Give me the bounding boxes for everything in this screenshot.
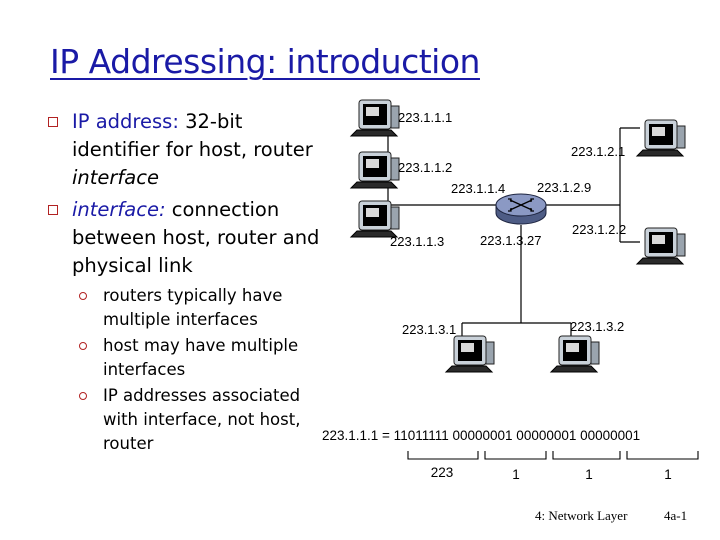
- ip-address-definition: 32-bit identifier for host, router: [72, 110, 313, 161]
- octet-decimal: 1: [585, 467, 593, 482]
- ip-address-term: IP address:: [72, 110, 179, 133]
- host-7-icon: [550, 335, 600, 373]
- host-5-icon: [636, 227, 686, 265]
- host-4-icon: [636, 119, 686, 157]
- label-223-1-1-3: 223.1.1.3: [390, 234, 444, 249]
- label-223-1-1-2: 223.1.1.2: [398, 160, 452, 175]
- interface-definition: connection between host, router and phys…: [72, 198, 320, 277]
- slide-title: IP Addressing: introduction: [50, 42, 480, 81]
- sub-bullet: IP addresses associated with interface, …: [48, 384, 323, 456]
- sub-bullet-text: IP addresses associated with interface, …: [103, 386, 301, 453]
- footer-page-number: 4a-1: [664, 508, 688, 523]
- sub-bullet: host may have multiple interfaces: [48, 334, 323, 382]
- label-223-1-2-1: 223.1.2.1: [571, 144, 625, 159]
- label-223-1-3-27: 223.1.3.27: [480, 233, 541, 248]
- square-bullet-icon: [48, 205, 58, 215]
- octet-decimal: 1: [512, 467, 520, 482]
- host-1-icon: [350, 99, 400, 137]
- host-2-icon: [350, 151, 400, 189]
- interface-term: interface:: [72, 198, 166, 221]
- octet-decimal: 223: [431, 465, 454, 480]
- circle-bullet-icon: [79, 292, 87, 300]
- host-3-icon: [350, 200, 400, 238]
- footer-chapter: 4: Network Layer: [535, 508, 628, 523]
- sub-bullet-text: host may have multiple interfaces: [103, 336, 299, 379]
- bullet-interface: interface: connection between host, rout…: [48, 196, 323, 280]
- label-223-1-1-1: 223.1.1.1: [398, 110, 452, 125]
- octet-brackets: [407, 451, 699, 460]
- label-223-1-2-2: 223.1.2.2: [572, 222, 626, 237]
- bullet-ip-address: IP address: 32-bit identifier for host, …: [48, 108, 323, 192]
- octet-decimal: 1: [664, 467, 672, 482]
- sub-bullet: routers typically have multiple interfac…: [48, 284, 323, 332]
- label-223-1-3-1: 223.1.3.1: [402, 322, 456, 337]
- binary-equation: 223.1.1.1 = 11011111 00000001 00000001 0…: [322, 428, 640, 443]
- circle-bullet-icon: [79, 392, 87, 400]
- interface-italic: interface: [72, 166, 159, 189]
- circle-bullet-icon: [79, 342, 87, 350]
- host-6-icon: [445, 335, 495, 373]
- label-223-1-3-2: 223.1.3.2: [570, 319, 624, 334]
- bullet-list: IP address: 32-bit identifier for host, …: [48, 108, 323, 458]
- square-bullet-icon: [48, 117, 58, 127]
- sub-bullet-text: routers typically have multiple interfac…: [103, 286, 283, 329]
- router-icon: [495, 193, 547, 225]
- label-223-1-2-9: 223.1.2.9: [537, 180, 591, 195]
- label-223-1-1-4: 223.1.1.4: [451, 181, 505, 196]
